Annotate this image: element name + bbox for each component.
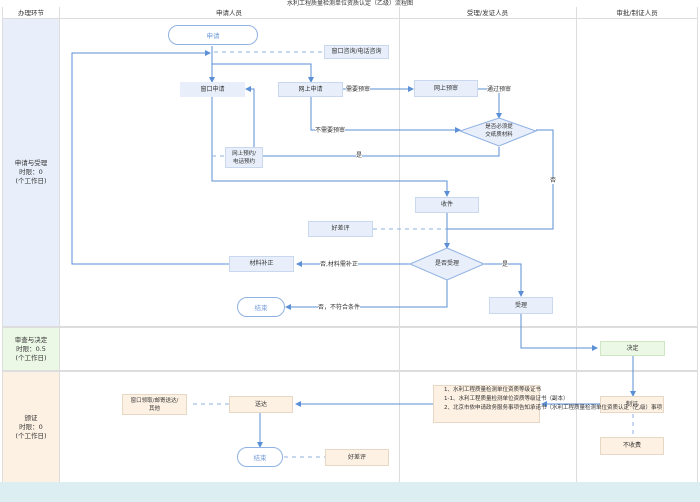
lane-bg-review (3, 328, 59, 370)
footer-band (0, 482, 700, 502)
diamond-need-paper (458, 117, 538, 147)
lane-label-apply: 申请与受理 时限：0 (个工作日) (14, 159, 48, 185)
grid-line (59, 7, 60, 482)
grid-line (399, 7, 400, 482)
edge-accept-yes (484, 263, 524, 297)
edge-yes-window (245, 86, 500, 157)
header-stage: 办理环节 (3, 7, 59, 19)
node-online-precheck[interactable]: 网上预审 (414, 80, 478, 97)
node-rating-2[interactable]: 好差评 (325, 449, 389, 466)
edge-label-yes-1: 是 (356, 152, 363, 159)
edge-no-precheck (310, 96, 461, 133)
edge-label-yes-2: 是 (502, 261, 509, 268)
grid-line (576, 7, 577, 482)
header-approver: 审批/制证人员 (576, 7, 698, 19)
edge-window-receive (211, 96, 450, 197)
node-accept[interactable]: 受理 (489, 297, 553, 314)
doc-item: 1、水利工程质量检测单位资质等级证书 (444, 387, 542, 393)
lane-label-review: 审查与决定 时限：0.5 (个工作日) (14, 335, 48, 362)
node-no-fee[interactable]: 不收费 (600, 437, 664, 455)
grid-line (697, 7, 698, 482)
node-deliver-method[interactable]: 窗口领取/邮寄送达/ 其他 (122, 394, 187, 415)
header-applicant: 申请人员 (59, 7, 399, 19)
diamond-accept (408, 247, 486, 281)
edge-label-no-supplement: 否,材料需补正 (320, 261, 358, 268)
edge-label-no-reject: 否，不符合条件 (318, 304, 361, 311)
edge-supplement-loop (71, 50, 229, 265)
node-certify[interactable]: 制证 (600, 396, 664, 413)
grid-line (2, 370, 698, 372)
node-decide[interactable]: 决定 (600, 341, 665, 356)
edge-accept-decide (520, 314, 598, 351)
diagram-title: 水利工程质量检测单位资质认定（乙级）流程图 (286, 0, 413, 7)
header-acceptor: 受理/发证人员 (399, 7, 576, 19)
doc-item: 2、北京市依申请政务服务事项告知承诺书（水利工程质量检测单位资质认定（乙级）事项 (444, 405, 663, 411)
edge-accept-end (285, 280, 448, 310)
edge-split-online (212, 63, 314, 83)
end-node-2[interactable]: 结束 (237, 447, 283, 467)
edge-label-no-1: 否 (550, 177, 557, 184)
node-supplement[interactable]: 材料补正 (229, 256, 294, 272)
node-rating-1[interactable]: 好差评 (308, 221, 373, 237)
grid-line (2, 326, 698, 328)
node-deliver[interactable]: 送达 (229, 396, 293, 413)
node-window-apply[interactable]: 窗口申请 (180, 82, 245, 97)
node-need-paper[interactable]: 是否必须提 交纸质材料 (485, 124, 513, 138)
node-reserve[interactable]: 网上预约/ 电话预约 (225, 147, 263, 168)
lane-bg-apply (3, 19, 59, 326)
node-online-apply[interactable]: 网上申请 (278, 82, 343, 97)
edge-label-pass-precheck: 通过预审 (487, 86, 512, 93)
grid-line (2, 7, 3, 482)
edge-precheck-diamond (478, 88, 502, 119)
end-node-1[interactable]: 结束 (237, 297, 285, 317)
node-docs-list[interactable]: 1、水利工程质量检测单位资质等级证书 1-1、水利工程质量检测单位资质等级证书（… (433, 385, 662, 423)
node-receive[interactable]: 收件 (415, 197, 479, 213)
doc-item: 1-1、水利工程质量检测单位资质等级证书（副本） (444, 396, 569, 402)
edge-label-no-precheck: 不需要预审 (315, 127, 346, 134)
lane-bg-certify (3, 372, 59, 482)
lane-label-certify: 颁证 时限：0 (个工作日) (15, 413, 47, 440)
start-node[interactable]: 申请 (168, 25, 258, 45)
edge-label-need-precheck: 需要预审 (346, 86, 371, 93)
node-consult[interactable]: 窗口咨询/电话咨询 (324, 45, 389, 59)
node-accept-question[interactable]: 是否受理 (434, 260, 459, 267)
